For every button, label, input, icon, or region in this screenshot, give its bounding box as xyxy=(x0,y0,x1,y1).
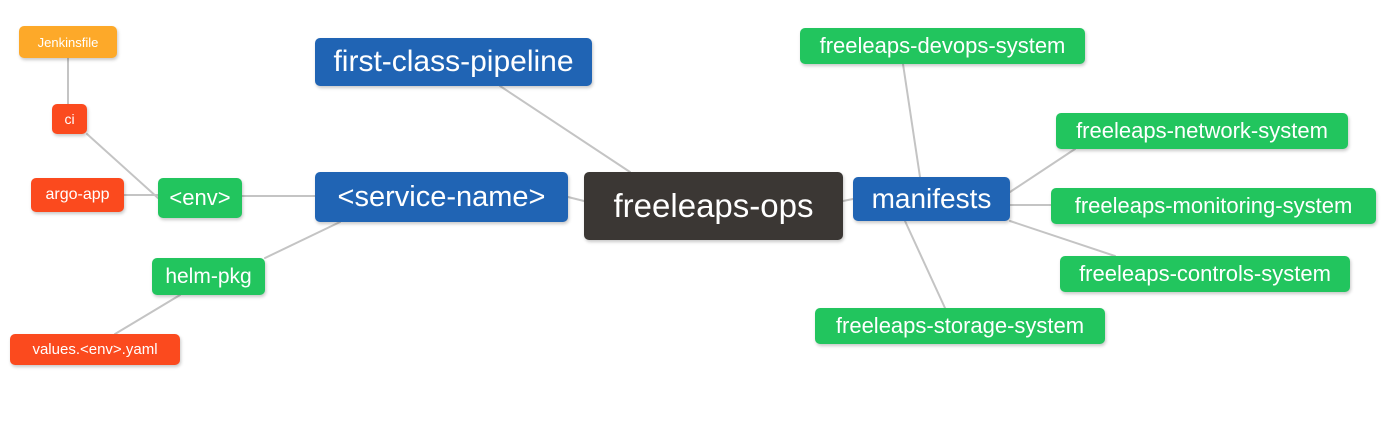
edge-manifests-to-devops xyxy=(902,63,921,178)
node-values-yaml[interactable]: values.<env>.yaml xyxy=(10,334,180,365)
edge-service-name-to-root xyxy=(567,196,585,202)
node-pipeline[interactable]: first-class-pipeline xyxy=(315,38,592,86)
node-monitoring[interactable]: freeleaps-monitoring-system xyxy=(1051,188,1376,224)
edge-helm-pkg-to-values-yaml xyxy=(114,294,181,335)
node-env[interactable]: <env> xyxy=(158,178,242,218)
node-devops[interactable]: freeleaps-devops-system xyxy=(800,28,1085,64)
node-service-name[interactable]: <service-name> xyxy=(315,172,568,222)
node-network[interactable]: freeleaps-network-system xyxy=(1056,113,1348,149)
node-ci[interactable]: ci xyxy=(52,104,87,134)
edge-manifests-to-storage xyxy=(904,220,946,309)
edge-manifests-to-network xyxy=(1009,148,1076,193)
node-root[interactable]: freeleaps-ops xyxy=(584,172,843,240)
edge-pipeline-to-root xyxy=(499,85,631,173)
node-argo-app[interactable]: argo-app xyxy=(31,178,124,212)
node-jenkinsfile[interactable]: Jenkinsfile xyxy=(19,26,117,58)
node-manifests[interactable]: manifests xyxy=(853,177,1010,221)
edge-root-to-manifests xyxy=(842,198,854,202)
node-controls[interactable]: freeleaps-controls-system xyxy=(1060,256,1350,292)
edge-service-name-to-helm-pkg xyxy=(264,221,341,259)
node-storage[interactable]: freeleaps-storage-system xyxy=(815,308,1105,344)
node-helm-pkg[interactable]: helm-pkg xyxy=(152,258,265,295)
edge-manifests-to-controls xyxy=(1009,220,1116,257)
